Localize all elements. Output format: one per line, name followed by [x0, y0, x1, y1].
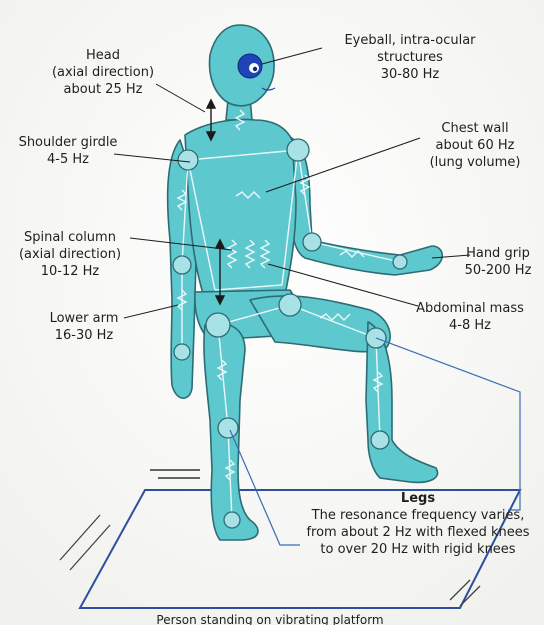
label-legs-line: from about 2 Hz with flexed knees: [300, 524, 536, 541]
label-lowerarm: Lower arm 16-30 Hz: [34, 310, 134, 344]
label-spinal-line: (axial direction): [4, 246, 136, 263]
label-hand: Hand grip 50-200 Hz: [452, 245, 544, 279]
joint-wrist-right: [393, 255, 407, 269]
label-chest-line: (lung volume): [410, 154, 540, 171]
label-abdominal: Abdominal mass 4-8 Hz: [400, 300, 540, 334]
label-hand-line: Hand grip: [452, 245, 544, 262]
label-shoulder-line: Shoulder girdle: [6, 134, 130, 151]
joint-knee-left: [218, 418, 238, 438]
label-chest: Chest wall about 60 Hz (lung volume): [410, 120, 540, 171]
label-chest-line: about 60 Hz: [410, 137, 540, 154]
joint-elbow-right: [303, 233, 321, 251]
label-eyeball: Eyeball, intra-ocular structures 30-80 H…: [320, 32, 500, 83]
label-eyeball-line: 30-80 Hz: [320, 66, 500, 83]
label-legs-line: The resonance frequency varies,: [300, 507, 536, 524]
label-shoulder-line: 4-5 Hz: [6, 151, 130, 168]
label-lowerarm-line: Lower arm: [34, 310, 134, 327]
joint-shoulder-left: [178, 150, 198, 170]
label-lowerarm-line: 16-30 Hz: [34, 327, 134, 344]
label-spinal-line: Spinal column: [4, 229, 136, 246]
joint-ankle-right: [371, 431, 389, 449]
label-head-line: (axial direction): [28, 64, 178, 81]
label-eyeball-line: Eyeball, intra-ocular: [320, 32, 500, 49]
joint-ankle-left: [224, 512, 240, 528]
label-spinal: Spinal column (axial direction) 10-12 Hz: [4, 229, 136, 280]
joint-hip-right: [279, 294, 301, 316]
label-abdominal-line: 4-8 Hz: [400, 317, 540, 334]
label-legs: Legs The resonance frequency varies, fro…: [300, 490, 536, 558]
label-spinal-line: 10-12 Hz: [4, 263, 136, 280]
label-eyeball-line: structures: [320, 49, 500, 66]
label-legs-title: Legs: [300, 490, 536, 507]
label-head-line: about 25 Hz: [28, 81, 178, 98]
label-chest-line: Chest wall: [410, 120, 540, 137]
label-head: Head (axial direction) about 25 Hz: [28, 47, 178, 98]
label-platform-caption: Person standing on vibrating platform: [100, 612, 440, 625]
label-platform-caption-text: Person standing on vibrating platform: [100, 612, 440, 625]
label-shoulder: Shoulder girdle 4-5 Hz: [6, 134, 130, 168]
joint-elbow-left: [173, 256, 191, 274]
label-abdominal-line: Abdominal mass: [400, 300, 540, 317]
label-head-line: Head: [28, 47, 178, 64]
joint-shoulder-right: [287, 139, 309, 161]
label-legs-line: to over 20 Hz with rigid knees: [300, 541, 536, 558]
joint-wrist-left: [174, 344, 190, 360]
torso: [185, 120, 296, 300]
joint-hip-left: [206, 313, 230, 337]
label-hand-line: 50-200 Hz: [452, 262, 544, 279]
